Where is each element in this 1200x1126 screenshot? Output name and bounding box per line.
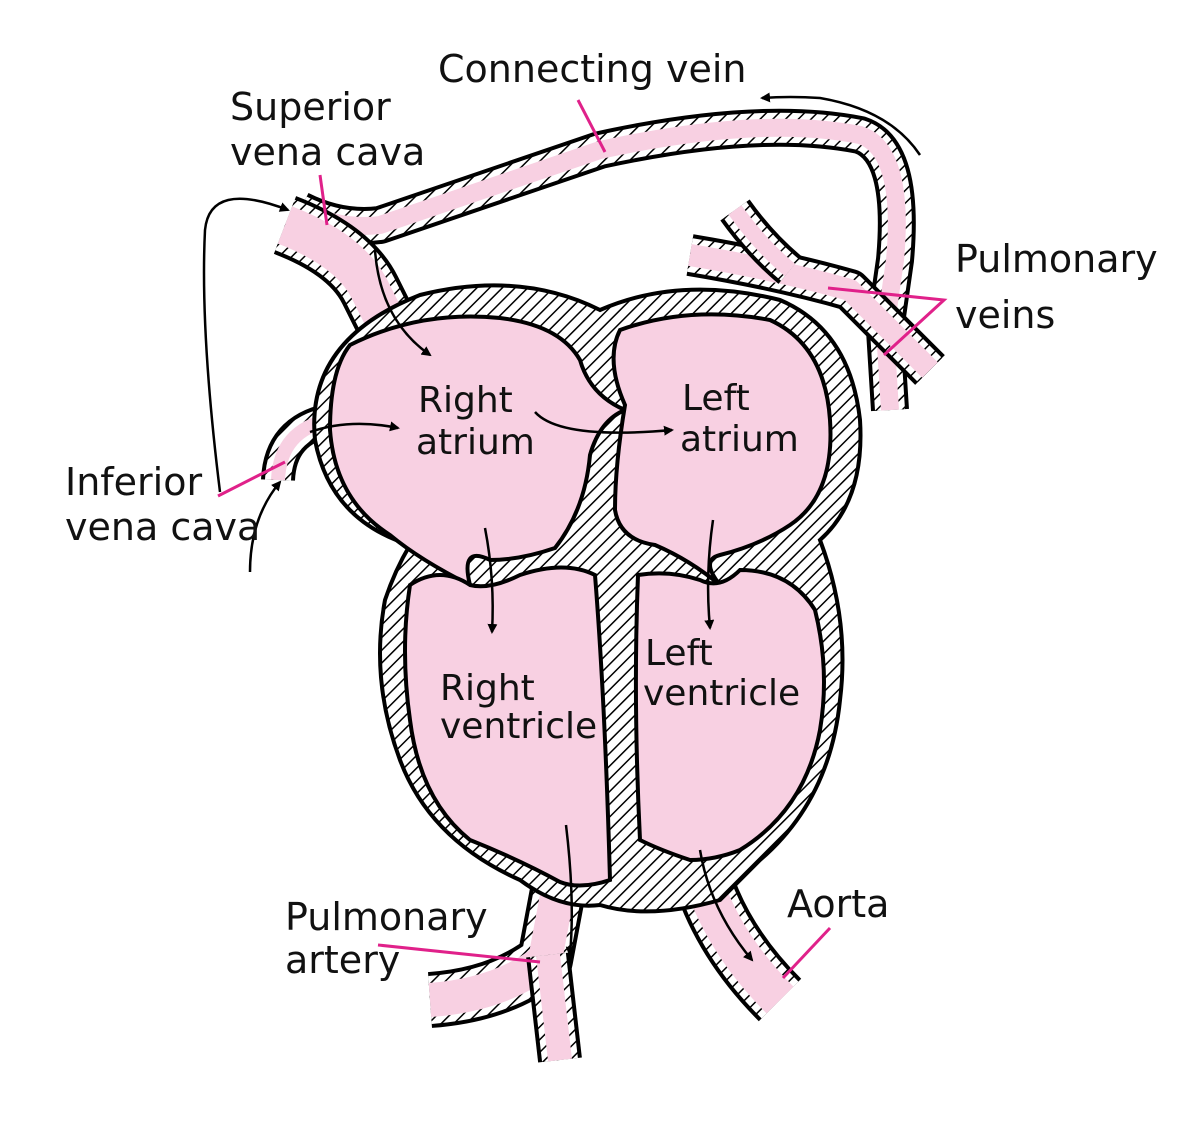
flow-arrow-ivc-to-ra <box>309 421 400 434</box>
flow-arrow-svc-to-ra <box>373 249 432 357</box>
chambers <box>327 312 833 888</box>
label-left-ventricle-line2: ventricle <box>643 673 800 714</box>
leader-aorta <box>781 926 832 980</box>
pulmonary-artery <box>427 874 588 1063</box>
chamber-labels: Right atrium Left atrium Right ventricle… <box>416 378 800 747</box>
leader-pulmonary-artery <box>377 943 541 964</box>
leader-inferior-vena-cava <box>217 460 286 498</box>
label-left-atrium-line1: Left <box>682 378 750 419</box>
flow-arrow-rv-to-pa <box>564 824 576 957</box>
label-superior-vena-cava-line2: vena cava <box>230 130 425 174</box>
left-ventricle-chamber <box>633 567 826 863</box>
right-atrium-chamber <box>327 314 631 589</box>
flow-arrow-ra-to-rv <box>483 527 498 634</box>
leader-superior-vena-cava <box>318 174 329 226</box>
label-pulmonary-veins-line1: Pulmonary <box>955 237 1158 281</box>
left-atrium-chamber <box>611 312 833 587</box>
flow-arrow-lv-to-aorta <box>698 849 754 962</box>
label-pulmonary-artery-line2: artery <box>285 938 400 982</box>
label-inferior-vena-cava-line2: vena cava <box>65 505 260 549</box>
label-left-atrium-line2: atrium <box>680 419 799 460</box>
label-pulmonary-artery-line1: Pulmonary <box>285 895 488 939</box>
label-right-ventricle-line1: Right <box>440 668 535 709</box>
flow-arrow-external-ivc <box>248 480 282 573</box>
connecting-vein <box>291 108 916 412</box>
label-left-ventricle-line1: Left <box>645 633 713 674</box>
leader-connecting-vein <box>576 99 607 153</box>
label-inferior-vena-cava-line1: Inferior <box>65 460 202 504</box>
leader-pulmonary-veins <box>827 286 948 357</box>
flow-arrow-connecting-vein <box>760 92 922 156</box>
label-aorta: Aorta <box>787 882 889 926</box>
flow-arrow-external-svc <box>202 197 290 493</box>
label-superior-vena-cava-line1: Superior <box>230 85 391 129</box>
labels: Connecting vein Superior vena cava Pulmo… <box>65 47 1158 982</box>
superior-vena-cava <box>273 196 418 344</box>
flow-arrow-la-to-lv <box>704 519 715 630</box>
label-connecting-vein: Connecting vein <box>438 47 746 91</box>
leader-lines <box>217 99 948 980</box>
pulmonary-veins <box>686 199 945 385</box>
right-ventricle-chamber <box>403 565 613 888</box>
label-right-ventricle-line2: ventricle <box>440 706 597 747</box>
label-right-atrium-line2: atrium <box>416 422 535 463</box>
flow-arrow-ra-to-la <box>534 411 674 436</box>
flow-arrows <box>202 92 922 962</box>
label-right-atrium-line1: Right <box>418 380 513 421</box>
label-pulmonary-veins-line2: veins <box>955 293 1055 337</box>
